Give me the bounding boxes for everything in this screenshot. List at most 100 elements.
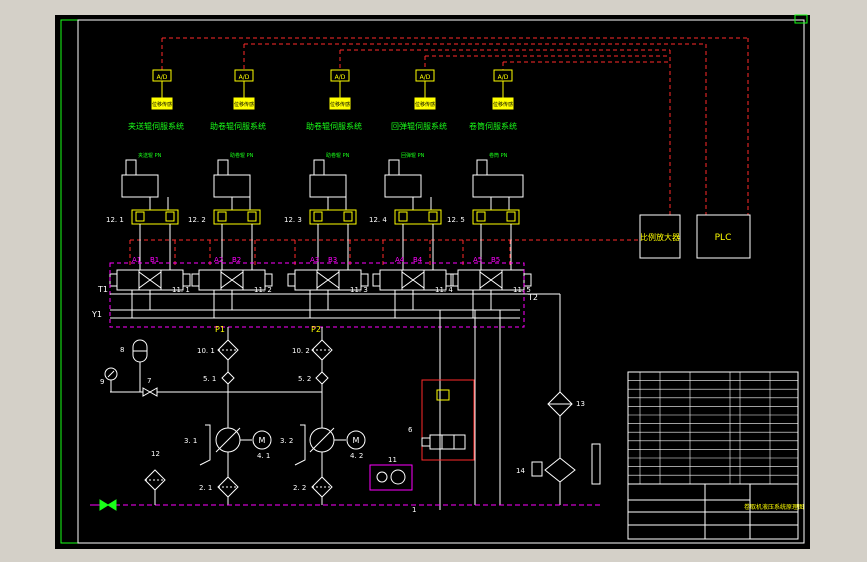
valve-number-label: 12. 3 xyxy=(284,216,302,224)
valve-number-label: 12. 5 xyxy=(447,216,465,224)
cylinder-label: 助卷辊 PN xyxy=(326,152,350,159)
sensor-label: 位移传感 xyxy=(152,101,172,108)
filter-2-2-label: 2. 2 xyxy=(293,484,306,492)
pump-3-1[interactable]: 3. 1 xyxy=(184,424,252,466)
motor-4-1-label: 4. 1 xyxy=(257,452,270,460)
ad-converter[interactable]: A/D xyxy=(234,69,254,82)
pressure-gauge[interactable]: 9 xyxy=(100,367,118,392)
pilot-valve[interactable] xyxy=(131,209,179,225)
subsystem-title: 助卷辊伺服系统 xyxy=(306,121,362,131)
hydraulic-cylinder[interactable]: 回弹辊 PN xyxy=(384,152,425,198)
check-5-1-label: 5. 1 xyxy=(203,375,216,383)
port-t2-label: T2 xyxy=(527,293,538,302)
sensor-label: 位移传感 xyxy=(493,101,513,108)
drawing-frame xyxy=(77,19,805,544)
cylinder-label: 夹送辊 PN xyxy=(138,152,162,159)
plc-box[interactable]: PLC xyxy=(696,214,751,259)
subsystem-title: 夹送辊伺服系统 xyxy=(128,121,184,131)
subsystem-title: 回弹辊伺服系统 xyxy=(391,121,447,131)
position-sensor[interactable]: 位移传感 xyxy=(492,97,514,110)
motor-4-1[interactable]: M 4. 1 xyxy=(252,430,272,460)
ball-valve[interactable]: 7 xyxy=(142,377,158,397)
ad-converter[interactable]: A/D xyxy=(415,69,435,82)
servo-valve[interactable] xyxy=(372,269,454,291)
subsystem-title: 卷筒伺服系统 xyxy=(469,121,517,131)
pilot-valve[interactable] xyxy=(394,209,442,225)
pilot-valve[interactable] xyxy=(472,209,520,225)
servo-valve[interactable] xyxy=(109,269,191,291)
ad-label: A/D xyxy=(335,74,346,81)
cooler-label: 13 xyxy=(576,400,585,408)
filter-2-1-label: 2. 1 xyxy=(199,484,212,492)
position-sensor[interactable]: 位移传感 xyxy=(329,97,351,110)
ball-valve-label: 7 xyxy=(147,377,151,385)
ad-converter[interactable]: A/D xyxy=(493,69,513,82)
port-a-label: A4 xyxy=(395,256,405,264)
drain-valve[interactable] xyxy=(99,499,117,511)
position-sensor[interactable]: 位移传感 xyxy=(233,97,255,110)
pump-3-2[interactable]: 3. 2 xyxy=(280,424,346,466)
drawing-name: 卷取机液压系统原理图 xyxy=(744,503,804,511)
plc-label: PLC xyxy=(715,233,732,243)
relief-valve-block[interactable]: 6 xyxy=(408,379,475,461)
port-b-label: B5 xyxy=(491,256,500,264)
port-a-label: A3 xyxy=(310,256,319,264)
pressure-filter-10-2[interactable]: 10. 2 xyxy=(292,339,333,361)
hydraulic-lines xyxy=(110,293,561,510)
ad-label: A/D xyxy=(420,74,431,81)
port-p2-label: P2 xyxy=(311,325,321,334)
ad-label: A/D xyxy=(157,74,168,81)
servo-number-label: 11. 1 xyxy=(172,286,190,294)
port-a-label: A5 xyxy=(473,256,482,264)
ad-label: A/D xyxy=(498,74,509,81)
servo-number-label: 11. 2 xyxy=(254,286,272,294)
ad-converter[interactable]: A/D xyxy=(152,69,172,82)
port-a-label: A2 xyxy=(214,256,223,264)
title-block: 卷取机液压系统原理图 xyxy=(627,483,804,540)
port-b-label: B4 xyxy=(413,256,423,264)
valve-number-label: 12. 4 xyxy=(369,216,387,224)
filter-10-1-label: 10. 1 xyxy=(197,347,215,355)
pilot-valve[interactable] xyxy=(309,209,357,225)
pilot-valve[interactable] xyxy=(213,209,261,225)
amplifier-box[interactable]: 比例放大器 xyxy=(639,214,681,259)
return-filter[interactable]: 14 xyxy=(516,443,601,485)
sensor-label: 位移传感 xyxy=(330,101,350,108)
signal-bus xyxy=(129,37,749,265)
check-valve-5-1[interactable]: 5. 1 xyxy=(203,371,235,385)
accumulator-label: 8 xyxy=(120,346,124,354)
cylinder-label: 卷筒 PN xyxy=(489,152,508,159)
cylinder-label: 助卷辊 PN xyxy=(230,152,254,159)
position-sensor[interactable]: 位移传感 xyxy=(151,97,173,110)
suction-filter-label: 12 xyxy=(151,450,160,458)
motor-m-symbol: M xyxy=(259,436,266,445)
position-sensor[interactable]: 位移传感 xyxy=(414,97,436,110)
cylinder-label: 回弹辊 PN xyxy=(401,152,425,159)
servo-valve[interactable] xyxy=(191,269,273,291)
accumulator[interactable]: 8 xyxy=(120,339,148,363)
amplifier-label: 比例放大器 xyxy=(640,232,680,242)
suction-filter-2-1[interactable]: 2. 1 xyxy=(199,476,239,498)
port-b-label: B1 xyxy=(150,256,159,264)
check-valve-5-2[interactable]: 5. 2 xyxy=(298,371,329,385)
pump-3-1-label: 3. 1 xyxy=(184,437,197,445)
pressure-filter-10-1[interactable]: 10. 1 xyxy=(197,339,239,361)
servo-number-label: 11. 3 xyxy=(350,286,368,294)
motor-m-symbol: M xyxy=(353,436,360,445)
ad-converter[interactable]: A/D xyxy=(330,69,350,82)
motor-4-2-label: 4. 2 xyxy=(350,452,363,460)
port-y1-label: Y1 xyxy=(91,310,102,319)
ad-label: A/D xyxy=(239,74,250,81)
hydraulic-cylinder[interactable]: 夹送辊 PN xyxy=(121,152,162,198)
heater[interactable]: 11 xyxy=(369,456,413,491)
servo-valve[interactable] xyxy=(450,269,532,291)
hydraulic-cylinder[interactable]: 卷筒 PN xyxy=(472,152,524,198)
tank-line-label: 1 xyxy=(412,506,416,514)
suction-filter-2-2[interactable]: 2. 2 xyxy=(293,476,333,498)
cooler[interactable]: 13 xyxy=(547,391,585,417)
suction-filter-12[interactable]: 12 xyxy=(144,450,166,505)
motor-4-2[interactable]: M 4. 2 xyxy=(346,430,366,460)
